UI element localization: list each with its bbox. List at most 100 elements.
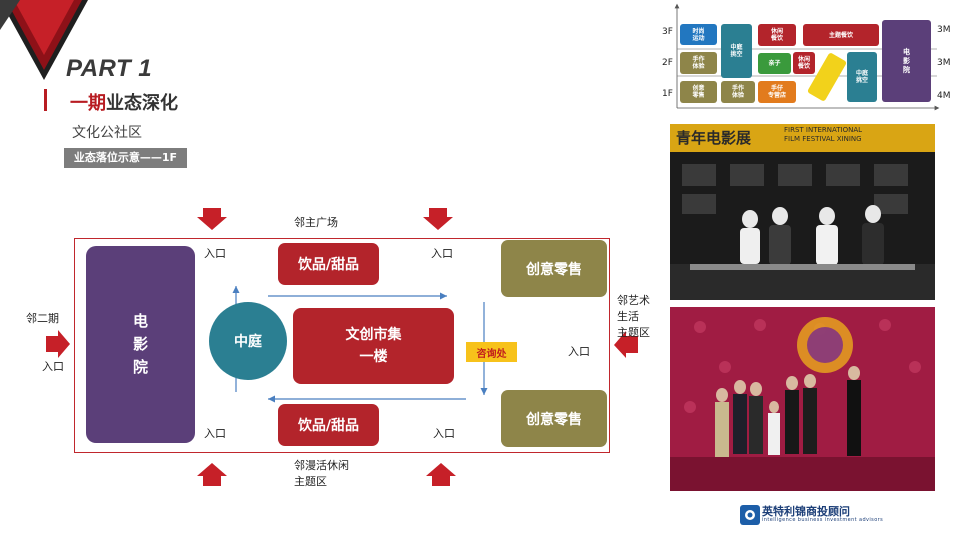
courtyard-label: 中庭	[234, 334, 262, 350]
fc-atrium-a-1: 中庭	[730, 44, 743, 51]
fc-atrium-b-1: 中庭	[855, 70, 868, 77]
photo-film-festival-press: 青年电影展 FIRST INTERNATIONAL FILM FESTIVAL …	[670, 124, 935, 300]
fc-fashion-2: 运动	[692, 34, 705, 42]
fc-cinema-3: 院	[903, 65, 910, 74]
neighbor-bottom-label: 邻漫活休闲 主题区	[294, 458, 349, 490]
company-tagline: intelligence business investment advisor…	[762, 517, 884, 523]
fc-craft-1f: 手作体验	[721, 81, 755, 103]
entrance-label-bottom-left: 入口	[204, 427, 226, 440]
floor-label-2f: 2F	[662, 58, 673, 68]
courtyard-circle: 中庭	[209, 302, 287, 380]
corner-decoration	[0, 0, 88, 80]
info-desk: 咨询处	[466, 342, 517, 362]
floor-chart: 3F 2F 1F 3M 3M 4M 时尚运动 中庭挑空 休闲餐饮 主题餐饮 电影…	[655, 0, 960, 118]
market-label-1: 文创市集	[345, 327, 402, 343]
title-rest: 业态深化	[106, 93, 178, 114]
fc-creative-1f: 创意零售	[680, 81, 717, 103]
fc-leisure-3f-1: 休闲	[770, 28, 783, 35]
cinema-label-1: 电	[132, 312, 148, 330]
fc-atrium-a-2: 挑空	[730, 51, 743, 58]
drink-top-label: 饮品/甜品	[297, 257, 360, 273]
photo-film-festival-press-art	[670, 124, 935, 300]
neighbor-left-label: 邻二期	[26, 312, 59, 325]
retail-top-label: 创意零售	[526, 261, 582, 278]
fc-leisure-2f-2: 餐饮	[797, 63, 810, 70]
fc-craft-2f-2: 体验	[692, 63, 705, 70]
drink-dessert-top: 饮品/甜品	[278, 243, 379, 285]
cinema-label-3: 院	[132, 358, 148, 376]
floor-label-3f: 3F	[662, 27, 673, 37]
floor-tag: 业态落位示意——1F	[64, 148, 187, 168]
fc-leisure-2f: 休闲餐饮	[793, 52, 815, 74]
fc-theme-dining-label: 主题餐饮	[828, 31, 853, 39]
part-label: PART 1	[66, 55, 153, 82]
fc-leisure-3f: 休闲餐饮	[758, 24, 796, 46]
fc-cinema: 电影院	[882, 20, 931, 102]
photo1-title: 青年电影展	[676, 129, 752, 147]
fc-craft-2f: 手作体验	[680, 52, 717, 74]
floor-label-1f: 1F	[662, 89, 673, 99]
photo1-banner: FIRST INTERNATIONAL FILM FESTIVAL XINING	[784, 126, 862, 144]
photo1-banner-1: FIRST INTERNATIONAL	[784, 126, 863, 134]
fc-leisure-2f-1: 休闲	[797, 56, 810, 63]
fc-creative-1f-1: 创意	[692, 85, 705, 92]
neighbor-right-line-2: 生活	[617, 310, 639, 323]
market-label-2: 一楼	[359, 349, 388, 365]
fc-leisure-3f-2: 餐饮	[770, 35, 783, 42]
neighbor-bottom-line-2: 主题区	[294, 475, 327, 488]
entrance-label-right: 入口	[568, 345, 590, 358]
fc-creative-1f-2: 零售	[692, 92, 705, 99]
fc-craft-1f-2: 体验	[731, 92, 744, 99]
entrance-label-top-left: 入口	[204, 247, 226, 260]
fc-craft-1f-1: 手作	[731, 85, 744, 92]
photo-red-carpet-event-art	[670, 307, 935, 491]
drink-dessert-bottom: 饮品/甜品	[278, 404, 379, 446]
cinema-label-2: 影	[132, 335, 148, 353]
fc-cinema-1: 电	[903, 47, 910, 56]
fc-kids-label: 亲子	[768, 60, 781, 67]
entrance-label-bottom-right: 入口	[433, 427, 455, 440]
fc-craft-shop: 手仔专营店	[758, 81, 796, 103]
title-accent-bar	[44, 89, 47, 111]
creative-retail-top: 创意零售	[501, 240, 607, 297]
title-red: 一期	[70, 93, 106, 114]
company-name: 英特利锦商投顾问	[762, 505, 850, 518]
fc-cinema-2: 影	[903, 56, 910, 65]
fc-fashion-1: 时尚	[692, 27, 705, 35]
drink-bottom-label: 饮品/甜品	[297, 418, 360, 434]
creative-retail-bottom: 创意零售	[501, 390, 607, 447]
fc-craft-shop-1: 手仔	[770, 85, 783, 92]
fc-craft-shop-2: 专营店	[767, 92, 786, 99]
company-logo-icon	[740, 505, 760, 525]
entrance-arrow-left	[46, 330, 70, 358]
entrance-arrow-top-right	[423, 208, 453, 230]
height-label-3f: 3M	[937, 25, 951, 35]
fc-atrium-b: 中庭挑空	[847, 52, 877, 102]
fc-atrium-b-2: 挑空	[855, 77, 868, 84]
entrance-arrow-top-left	[197, 208, 227, 230]
entrance-arrow-bottom-right	[426, 463, 456, 486]
page-subtitle: 文化公社区	[72, 125, 142, 141]
cinema-block: 电 影 院	[86, 246, 195, 443]
entrance-label-left: 入口	[42, 360, 64, 373]
height-label-2f: 3M	[937, 58, 951, 68]
fc-theme-dining: 主题餐饮	[803, 24, 879, 46]
fc-fashion-sport: 时尚运动	[680, 24, 717, 45]
site-frame	[74, 238, 610, 453]
fc-atrium-a: 中庭挑空	[721, 24, 752, 78]
retail-bottom-label: 创意零售	[526, 411, 582, 428]
fc-craft-2f-1: 手作	[692, 56, 705, 63]
neighbor-top-label: 邻主广场	[294, 216, 338, 229]
fc-kids: 亲子	[758, 53, 791, 74]
neighbor-bottom-line-1: 邻漫活休闲	[294, 459, 349, 472]
entrance-arrow-bottom-left	[197, 463, 227, 486]
entrance-label-top-right: 入口	[431, 247, 453, 260]
neighbor-right-line-1: 邻艺术	[617, 294, 650, 307]
page-title: 一期业态深化	[70, 89, 178, 115]
photo1-banner-2: FILM FESTIVAL XINING	[784, 135, 862, 143]
height-label-1f: 4M	[937, 91, 951, 101]
creative-market-block: 文创市集 一楼	[293, 308, 454, 384]
neighbor-right-line-3: 主题区	[617, 326, 650, 339]
neighbor-right-label: 邻艺术 生活 主题区	[617, 293, 650, 341]
photo-red-carpet-event	[670, 307, 935, 491]
